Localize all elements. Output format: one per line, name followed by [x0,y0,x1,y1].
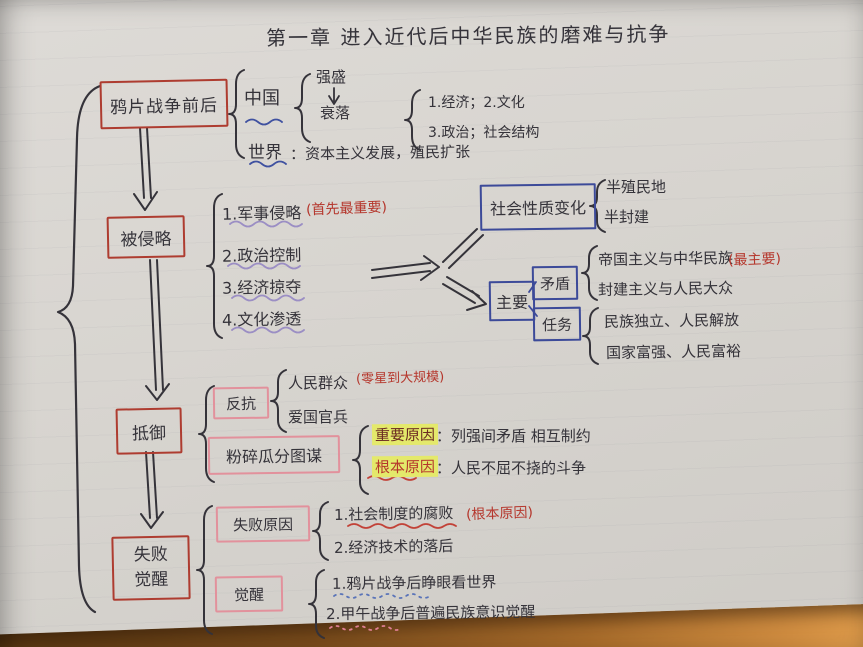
awake-item-1: 1.鸦片战争后睁眼看世界 [331,573,497,593]
node-main-label: 主要 [495,292,529,313]
node-awaken-label: 觉醒 [134,569,169,591]
node-smash-plot-label: 粉碎瓜分图谋 [225,446,323,467]
node-resist: 抵御 [115,407,183,455]
node-failure-label: 失败 [133,544,168,565]
wavy-invasion-4 [231,326,305,334]
revolt-item-2: 爱国官兵 [288,408,349,426]
invasion-item-4: 4.文化渗透 [221,309,302,330]
invasion-note: (首先最重要) [305,199,388,219]
arrow-strong-decline [328,87,340,105]
wavy-under-world [249,160,287,168]
revolt-note: (零星到大规模) [355,369,445,388]
task-item-2: 国家富强、人民富裕 [605,342,742,362]
brace-smash [352,425,369,495]
arrow-stage1-stage2 [133,127,158,211]
brace-awaken [308,569,325,639]
node-fail-reason-label: 失败原因 [232,515,294,534]
node-revolt-label: 反抗 [225,394,257,413]
brace-resist [198,385,215,483]
fail-item-2: 2.经济技术的落后 [333,536,454,558]
invasion-item-1: 1.军事侵略 [221,203,302,224]
node-social-change: 社会性质变化 [479,183,597,231]
label-world: 世界 [248,143,282,163]
social-item-1: 半殖民地 [606,178,667,196]
main-left-brace [56,84,102,614]
contradiction-item-1: 帝国主义与中华民族 [597,249,734,269]
node-invaded: 被侵略 [106,215,186,259]
node-social-change-label: 社会性质变化 [489,198,587,219]
task-item-1: 民族独立、人民解放 [603,311,740,331]
node-contradiction: 矛盾 [531,265,579,301]
label-china-decline: 衰落 [320,104,351,122]
node-awakening-label: 觉醒 [233,585,265,604]
arrow-stage2-stage3 [145,259,170,401]
brace-failure [196,505,213,635]
brace-fail-reason [312,501,329,561]
node-smash-plot: 粉碎瓜分图谋 [207,435,341,475]
node-failure-awaken: 失败 觉醒 [111,535,191,601]
brace-social [589,179,606,233]
contradiction-item-2: 封建主义与人民大众 [597,279,734,299]
china-detail-line1: 1.经济；2.文化 [428,95,525,111]
invasion-item-2: 2.政治控制 [221,245,302,266]
node-contradiction-label: 矛盾 [539,274,571,293]
wavy-under-awake-item2 [329,625,403,631]
wavy-under-fail-item1 [347,523,457,529]
fundamental-reason-text: ：人民不屈不挠的斗争 [436,459,587,477]
wavy-under-awake-item1 [333,593,431,599]
line-main-task [528,305,538,317]
wavy-invasion-2 [227,262,301,270]
arrow-stage3-stage4 [140,451,164,529]
node-awakening: 觉醒 [214,575,284,613]
node-opium-war: 鸦片战争前后 [99,78,229,130]
important-reason-label: 重要原因 [371,423,439,446]
wavy-invasion-1 [229,220,303,228]
brace-contradiction [581,245,598,301]
node-main: 主要 [488,280,536,322]
brace-china [294,73,311,143]
label-china: 中国 [244,88,280,109]
china-detail-line2: 3.政治；社会结构 [428,125,540,141]
revolt-item-1: 人民群众 [288,374,349,392]
node-fail-reason: 失败原因 [215,505,311,543]
brace-revolt [270,369,287,433]
invasion-item-3: 3.经济掠夺 [221,277,302,298]
brace-invasion [206,193,223,339]
important-reason: 重要原因 [371,423,439,446]
brace-task [582,307,599,365]
contradiction-note: (最主要) [727,251,782,269]
node-resist-label: 抵御 [131,423,167,444]
world-detail: ：资本主义发展，殖民扩张 [289,142,471,164]
wavy-invasion-3 [231,294,305,302]
page-title: 第一章 进入近代后中华民族的磨难与抗争 [265,21,671,51]
fundamental-reason: 根本原因 [371,455,439,478]
brace-decline-detail [404,89,421,151]
fail-item-1: 1.社会制度的腐败 [333,503,454,525]
brace-stage1 [228,69,245,159]
line-main-contradiction [528,281,537,293]
fail-note: (根本原因) [465,504,534,524]
label-china-strong: 强盛 [316,68,347,86]
arrow-branch-down [442,276,487,311]
social-item-2: 半封建 [604,208,650,226]
node-task: 任务 [532,306,582,342]
arrow-branch-up [442,228,484,269]
awake-item-2: 2.甲午战争后普遍民族意识觉醒 [325,602,536,624]
node-invaded-label: 被侵略 [120,228,172,251]
wavy-under-china [245,118,283,126]
important-reason-text: ：列强间矛盾 相互制约 [436,427,591,445]
node-revolt: 反抗 [212,386,270,420]
node-opium-war-label: 鸦片战争前后 [109,95,219,118]
fundamental-reason-label: 根本原因 [371,455,439,478]
arrow-main-right [371,255,440,281]
node-task-label: 任务 [541,315,573,334]
